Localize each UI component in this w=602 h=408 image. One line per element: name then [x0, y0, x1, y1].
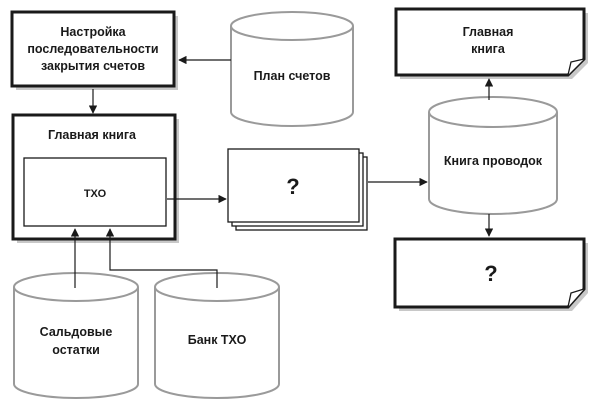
tho-box: ТХО [23, 157, 167, 227]
general-ledger-doc-label-1: Главная [463, 25, 514, 39]
general-ledger-doc-label-2: книга [471, 42, 506, 56]
sequence-setup-label-2: последовательности [27, 42, 158, 56]
arrow-bank-to-tho [105, 228, 218, 288]
journal-label: Книга проводок [444, 154, 543, 168]
sequence-setup-box: Настройка последовательности закрытия сч… [10, 10, 178, 90]
balances-label-2: остатки [52, 343, 100, 357]
journal-cylinder: Книга проводок [428, 96, 558, 215]
chart-of-accounts-cylinder: План счетов [230, 11, 354, 127]
general-ledger-document: Главная книга [394, 7, 588, 79]
tho-label: ТХО [84, 188, 107, 200]
tho-bank-cylinder: Банк ТХО [154, 272, 280, 399]
balances-label-1: Сальдовые [40, 325, 113, 339]
general-ledger-label: Главная книга [48, 128, 137, 142]
unknown-output-stack: ? [227, 148, 368, 231]
unknown-document: ? [393, 237, 588, 311]
sequence-setup-label-3: закрытия счетов [41, 59, 145, 73]
tho-bank-label: Банк ТХО [188, 333, 247, 347]
sequence-setup-label-1: Настройка [60, 25, 126, 39]
unknown-output-label: ? [286, 174, 299, 199]
unknown-document-label: ? [484, 261, 497, 286]
chart-of-accounts-label: План счетов [254, 69, 331, 83]
balances-cylinder: Сальдовые остатки [13, 272, 139, 399]
